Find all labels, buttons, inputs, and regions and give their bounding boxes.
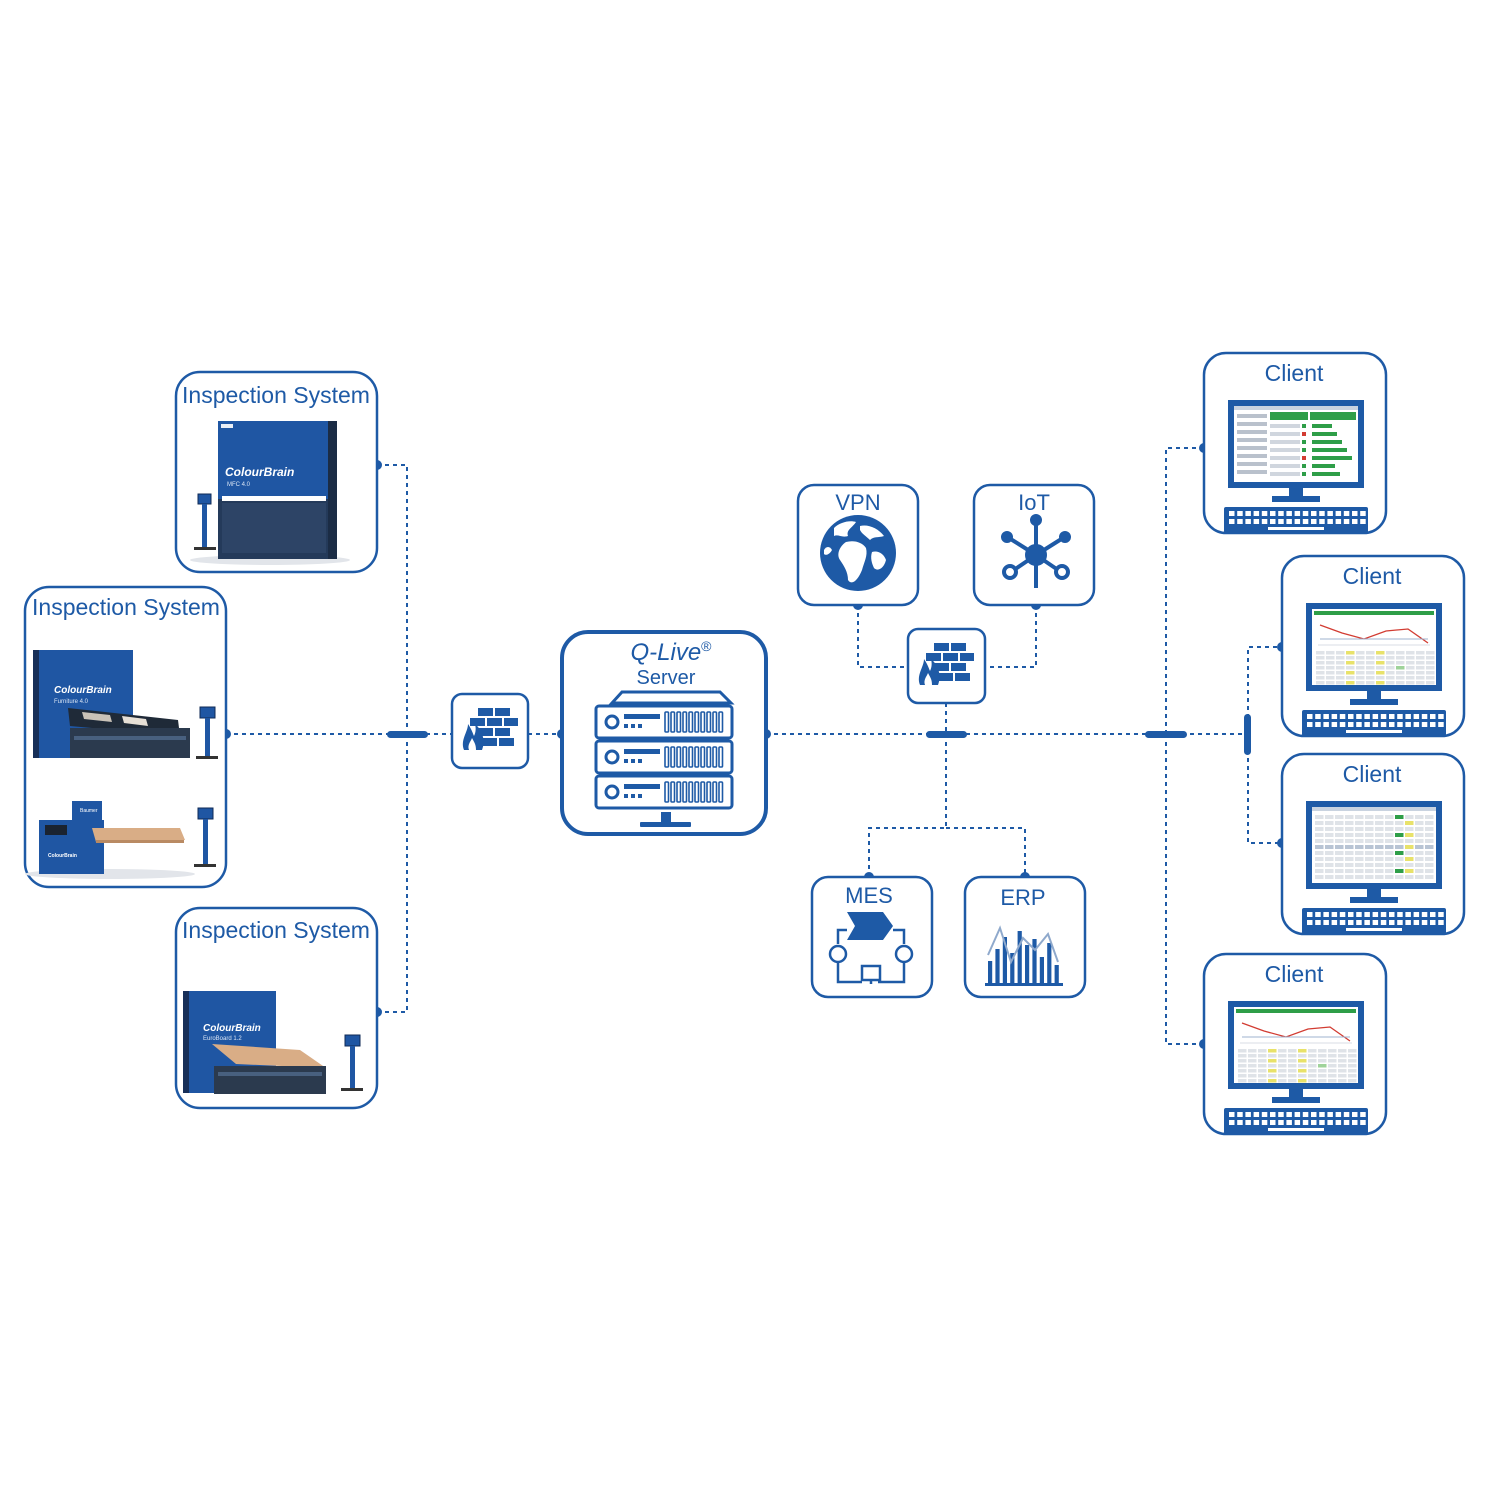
connector-inspection-3 <box>377 734 408 1013</box>
firewall-1[interactable] <box>450 692 530 770</box>
erp-icon-bar <box>1032 939 1037 983</box>
erp-icon-bar <box>1017 931 1022 983</box>
connector-erp <box>946 827 1026 877</box>
machine-image-colourbrain-small: Baumer ColourBrain <box>25 801 216 879</box>
client-screen-content <box>1312 807 1436 879</box>
machine-image-euroboard: ColourBrain EuroBoard 1.2 <box>183 991 363 1094</box>
machine-product-name: ColourBrain <box>203 1023 261 1034</box>
node-label: Client <box>1265 360 1324 386</box>
bar-chart-icon <box>985 925 1063 986</box>
client-screen-content <box>1236 1009 1357 1083</box>
node-label: IoT <box>1018 490 1050 515</box>
junction-bar-left <box>387 731 428 738</box>
machine-model: EuroBoard 1.2 <box>203 1036 242 1042</box>
connector-mes-erp <box>868 734 947 877</box>
globe-icon <box>820 515 896 591</box>
server-brand: Q-Live® <box>630 638 712 666</box>
q-live-server[interactable]: Q-Live® Server <box>560 630 768 836</box>
node-label: VPN <box>835 490 880 515</box>
machine-image-furniture: ColourBrain Furniture 4.0 <box>33 650 218 759</box>
desktop-computer-icon <box>1302 603 1446 736</box>
process-flow-icon <box>828 912 914 984</box>
node-label: ERP <box>1000 885 1045 910</box>
iot-node[interactable]: IoT <box>972 483 1096 607</box>
erp-icon-bar <box>1039 957 1044 983</box>
machine-product-name: ColourBrain <box>54 685 112 696</box>
client-screen-content <box>1234 406 1358 476</box>
connector-client-2 <box>1247 646 1282 734</box>
machine-product-name: ColourBrain <box>225 465 294 479</box>
firewall-icon <box>918 643 974 685</box>
connector-vpn <box>857 605 908 668</box>
server-unit <box>594 704 734 740</box>
vpn-node[interactable]: VPN <box>796 483 920 607</box>
client-screen-content <box>1314 611 1435 685</box>
server-rack-icon <box>594 690 735 827</box>
erp-icon-bar <box>1002 937 1007 983</box>
inspection-system-1[interactable]: Inspection System ColourBrain MFC 4.0 <box>174 370 379 574</box>
erp-icon-bar <box>988 961 993 983</box>
connector-client-3 <box>1247 734 1282 844</box>
desktop-computer-icon <box>1224 1001 1368 1134</box>
client-3[interactable]: Client <box>1280 752 1466 936</box>
connector-client-4 <box>1165 734 1204 1045</box>
mes-node[interactable]: MES <box>810 875 934 999</box>
erp-icon-bar <box>1054 965 1059 983</box>
client-2[interactable]: Client <box>1280 554 1466 738</box>
machine-brand: Baumer <box>80 808 98 814</box>
machine-product-name: ColourBrain <box>48 853 77 859</box>
network-hub-icon <box>1001 514 1071 588</box>
node-frame <box>560 630 768 836</box>
connector-client-1 <box>1165 447 1204 734</box>
firewall-2[interactable] <box>906 627 987 705</box>
firewall-icon <box>462 708 518 750</box>
machine-model: MFC 4.0 <box>227 482 251 488</box>
inspection-system-2[interactable]: Inspection System ColourBrain Furniture … <box>23 585 228 889</box>
junction-bar-mid <box>926 731 967 738</box>
erp-icon-bar <box>1025 945 1030 983</box>
desktop-computer-icon <box>1302 801 1446 934</box>
node-label: Inspection System <box>182 382 370 408</box>
node-label: Client <box>1343 761 1402 787</box>
node-label: MES <box>845 883 893 908</box>
junction-bar-right <box>1145 731 1187 738</box>
junction-bar-vertical <box>1244 714 1251 755</box>
inspection-system-3[interactable]: Inspection System ColourBrain EuroBoard … <box>174 906 379 1110</box>
node-label: Client <box>1265 961 1324 987</box>
connector-iot <box>985 605 1037 668</box>
connector-inspection-1 <box>377 464 408 734</box>
server-unit <box>594 774 734 810</box>
machine-model: Furniture 4.0 <box>54 699 89 705</box>
machine-image-mfc: ColourBrain MFC 4.0 <box>190 421 350 565</box>
node-label: Inspection System <box>182 917 370 943</box>
erp-icon-bar <box>995 949 1000 983</box>
registered-mark: ® <box>701 638 712 654</box>
node-label: Client <box>1343 563 1402 589</box>
server-label: Server <box>637 667 696 689</box>
erp-node[interactable]: ERP <box>963 875 1087 999</box>
client-1[interactable]: Client <box>1202 351 1388 535</box>
server-unit <box>594 739 734 775</box>
client-4[interactable]: Client <box>1202 952 1388 1136</box>
erp-icon-bar <box>1010 953 1015 983</box>
erp-icon-bar <box>1047 943 1052 983</box>
node-label: Inspection System <box>32 594 220 620</box>
desktop-computer-icon <box>1224 400 1368 533</box>
